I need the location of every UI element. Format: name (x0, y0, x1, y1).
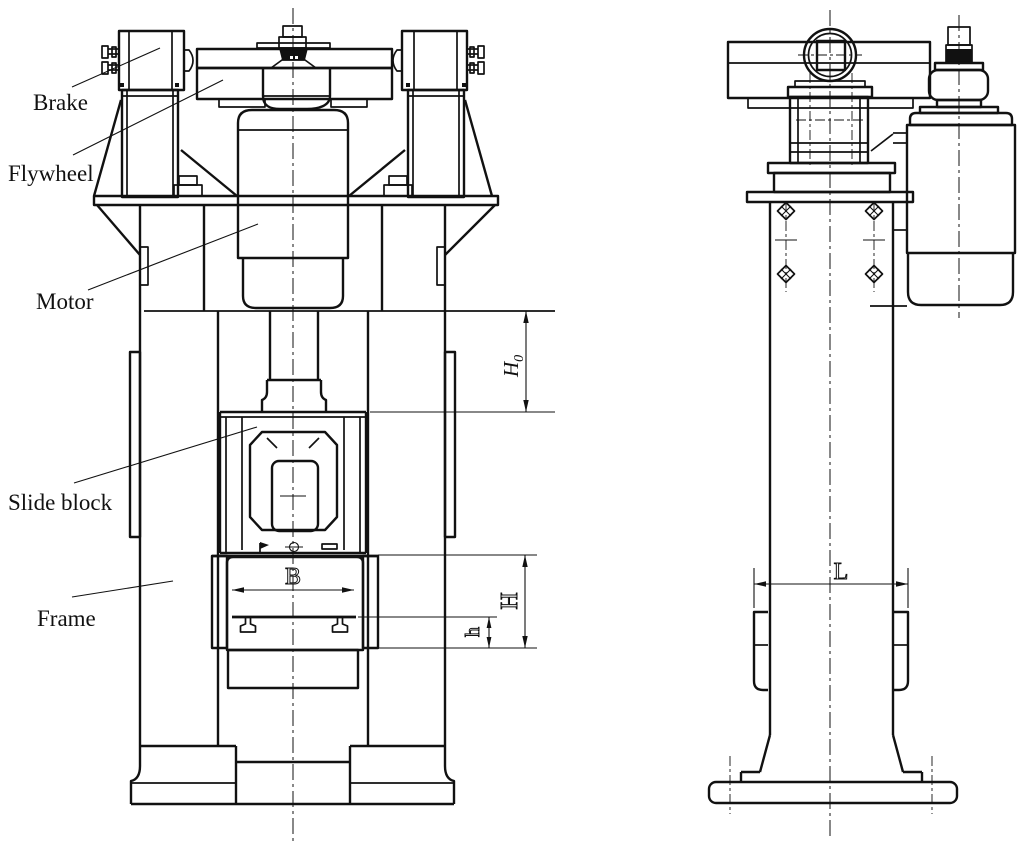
machine-base-front (129, 648, 456, 806)
leader-slide-block (73, 426, 258, 484)
top-shaft-assembly (256, 25, 331, 69)
label-flywheel: Flywheel (8, 161, 94, 186)
front-view (92, 8, 555, 843)
dim-label-b: B (285, 564, 301, 590)
label-slide-block: Slide block (8, 490, 113, 515)
bearing-housing (766, 73, 897, 194)
leader-brake (71, 47, 161, 88)
t-slot-right (331, 618, 349, 633)
frame-column-side (745, 132, 915, 735)
dim-table-height: H (365, 554, 537, 649)
dim-label-h: H (497, 592, 523, 609)
dim-label-l: L (834, 559, 849, 585)
dim-label-h-small: h (462, 627, 484, 637)
dim-shut-height: H0 (370, 311, 555, 413)
dimensions: H0 B H h (232, 311, 909, 649)
dim-label-h0: H0 (499, 355, 527, 378)
slide-block (218, 410, 368, 555)
guide-rails (752, 610, 910, 692)
frame-structure (92, 194, 555, 746)
label-brake: Brake (33, 90, 88, 115)
motor-front (236, 108, 350, 310)
dim-slot-height: h (358, 616, 497, 648)
dim-base-width: L (753, 559, 909, 608)
leader-flywheel (72, 79, 224, 156)
leader-frame (71, 580, 174, 598)
t-slot-left (239, 618, 257, 633)
motor-bracket (870, 132, 907, 307)
motor-side (905, 15, 1017, 318)
part-labels: Brake Flywheel Motor Slide block Frame (8, 47, 259, 631)
leader-motor (87, 223, 259, 291)
screw-ram (260, 311, 328, 412)
flywheel-front (195, 47, 394, 111)
label-motor: Motor (36, 289, 94, 314)
machine-base-side (707, 734, 959, 814)
dim-table-width: B (232, 564, 354, 593)
label-frame: Frame (37, 606, 96, 631)
anchor-bolts (775, 201, 885, 292)
side-view (707, 10, 1017, 840)
